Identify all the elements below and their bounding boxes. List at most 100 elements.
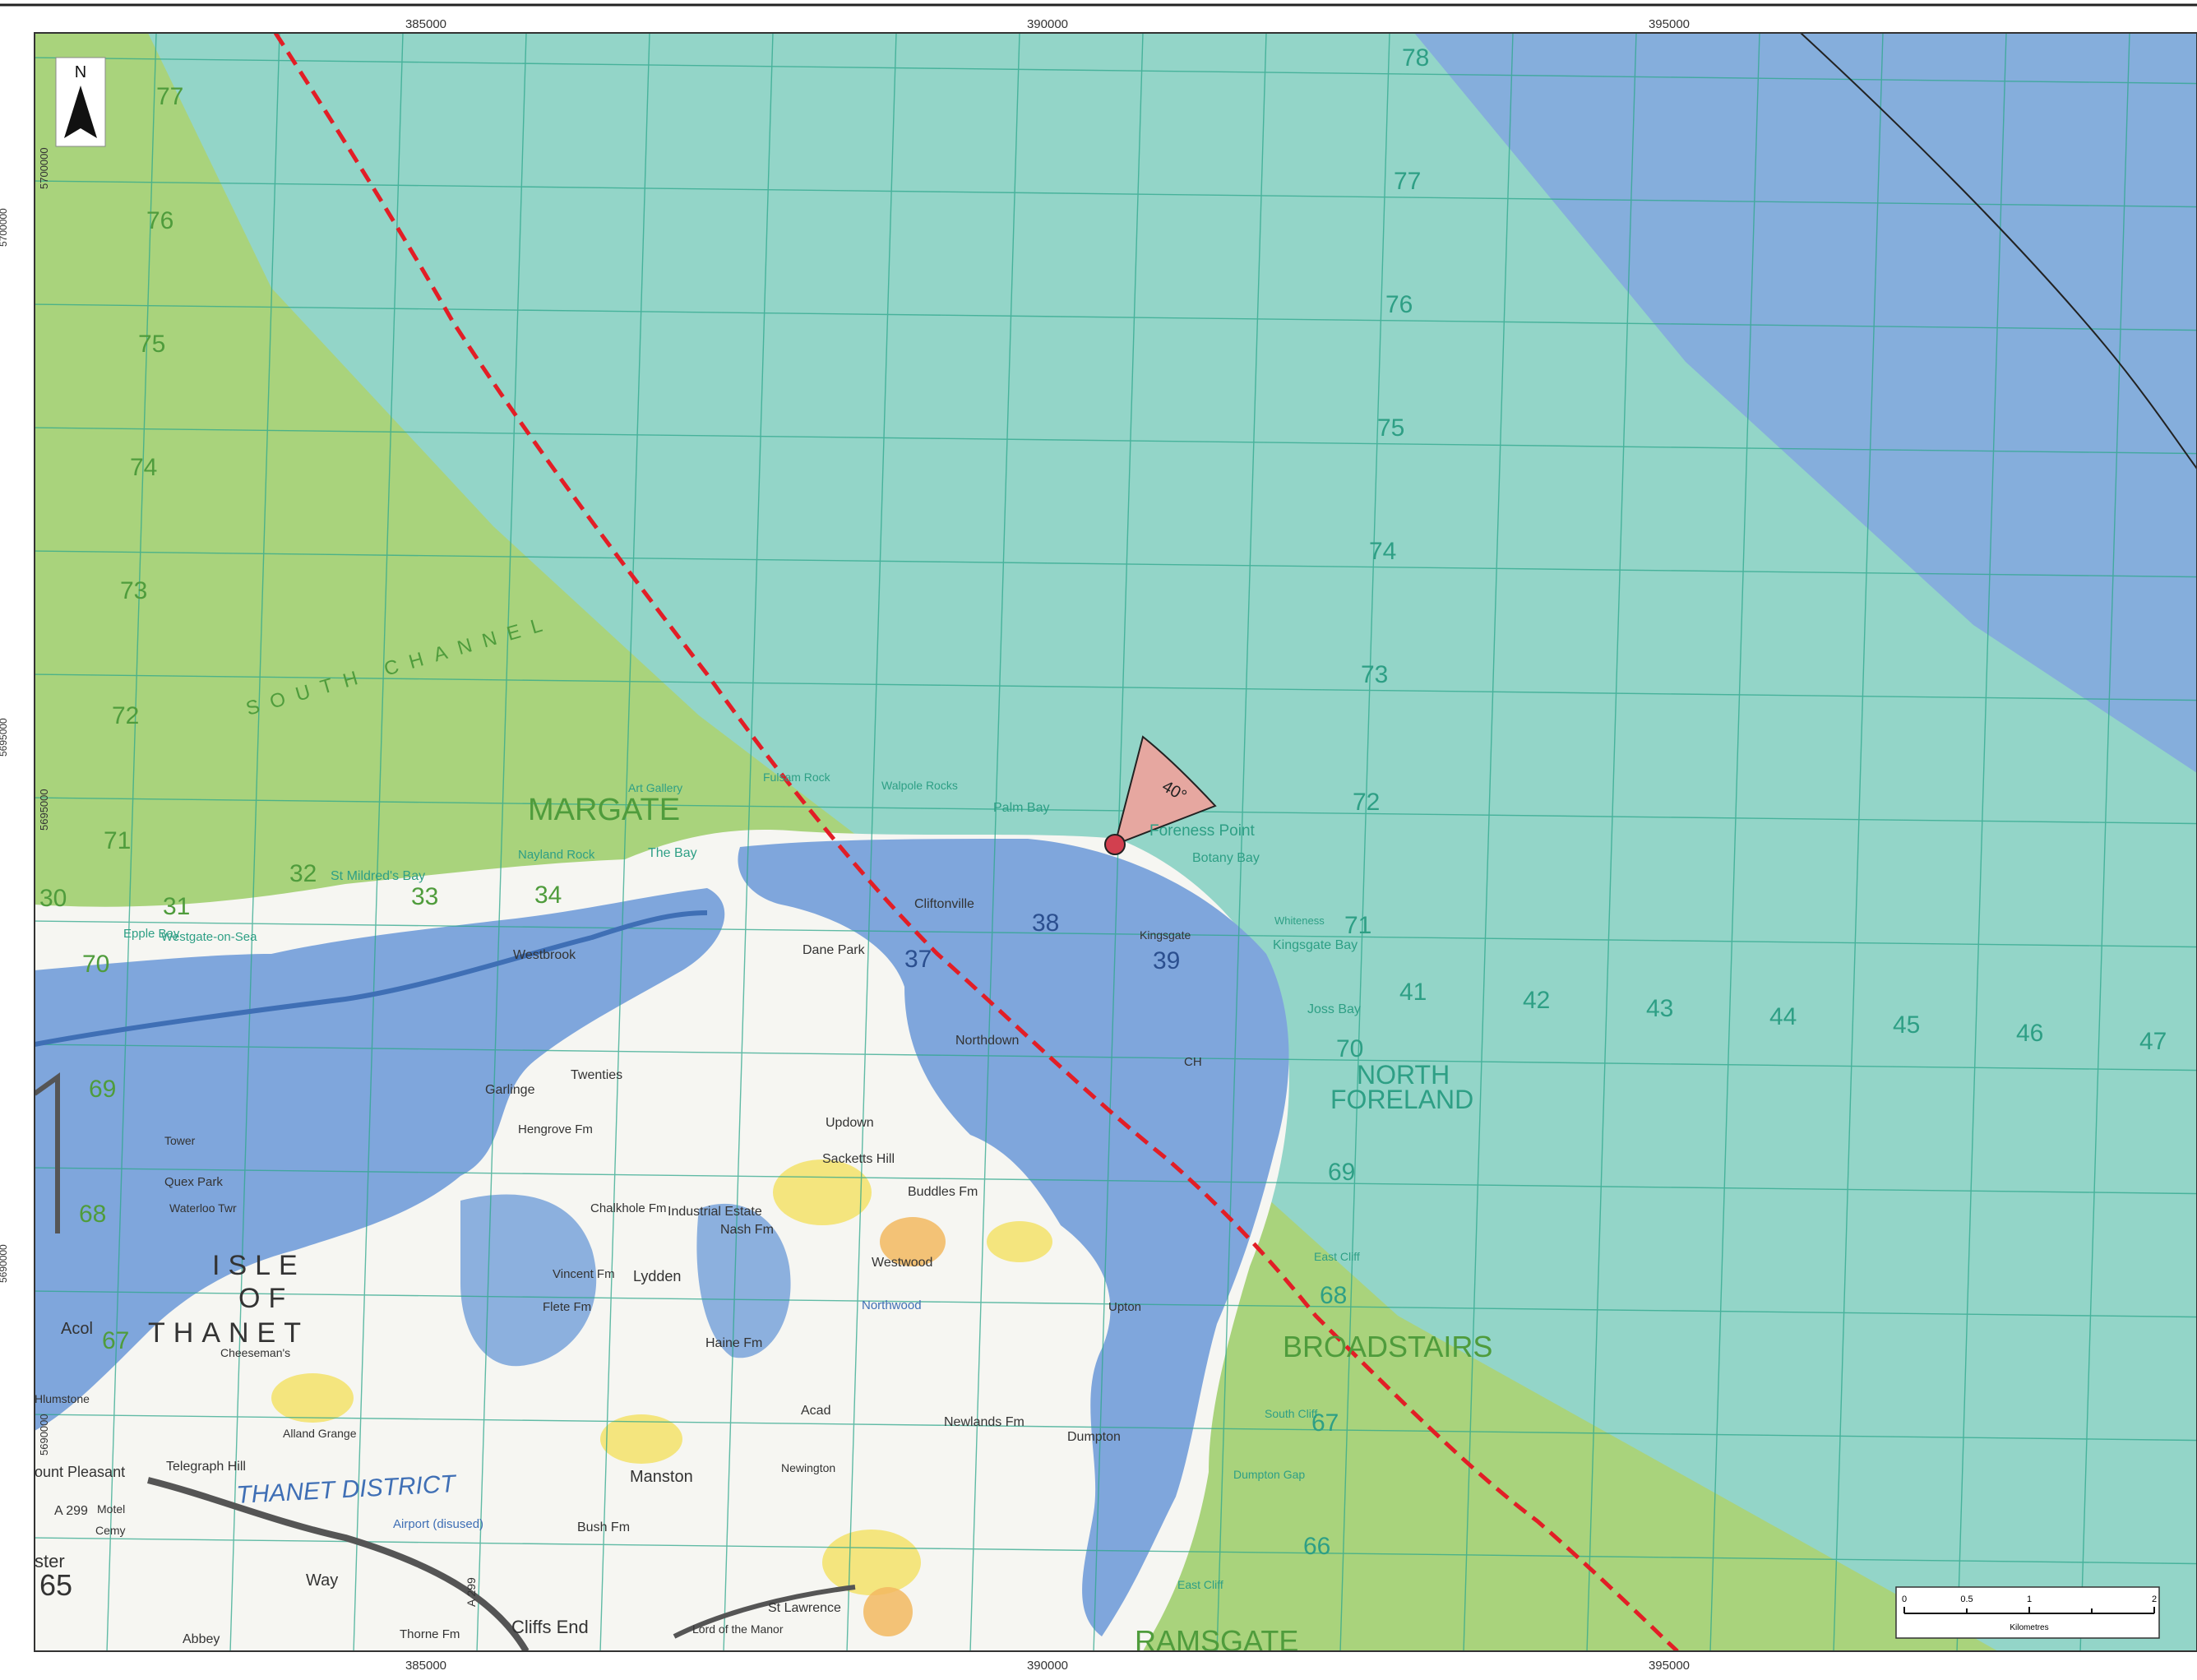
place-label: Dumpton <box>1067 1430 1121 1444</box>
label-thanet: THANET <box>148 1317 309 1349</box>
grid-number: 77 <box>156 83 183 110</box>
place-label: ster <box>35 1551 65 1571</box>
grid-line-vertical <box>1339 33 1390 1651</box>
place-label: Palm Bay <box>993 801 1049 815</box>
grid-line-horizontal <box>35 1167 2197 1195</box>
place-label: St Lawrence <box>768 1601 841 1615</box>
grid-number: 69 <box>89 1076 116 1103</box>
grid-line-horizontal <box>35 797 2197 825</box>
zone-teal <box>148 33 2197 1651</box>
place-label: Thorne Fm <box>400 1627 460 1641</box>
label-broadstairs: BROADSTAIRS <box>1283 1330 1492 1363</box>
place-label: Newington <box>781 1461 835 1474</box>
grid-line-vertical <box>1586 33 1637 1651</box>
viewpoint-marker[interactable] <box>1104 834 1126 855</box>
place-label: East Cliff <box>1177 1578 1223 1591</box>
northing-label: 5700000 <box>38 147 50 189</box>
grid-line-vertical <box>846 33 897 1651</box>
land-lowlying-east <box>738 839 1289 1636</box>
place-label: East Cliff <box>1314 1250 1360 1263</box>
grid-number: 74 <box>1369 538 1396 565</box>
place-label: Dane Park <box>802 943 866 957</box>
grid-number: 70 <box>1336 1035 1363 1062</box>
easting-label-top: 395000 <box>1649 17 1690 31</box>
north-arrow-icon <box>64 86 97 138</box>
grid-number: 67 <box>102 1327 129 1354</box>
grid-number: 32 <box>289 860 317 887</box>
grid-number: 72 <box>112 702 139 729</box>
place-label: Cliffs End <box>511 1617 589 1637</box>
place-label: CH <box>1184 1055 1202 1069</box>
grid-number: 71 <box>1344 912 1371 939</box>
grid-line-vertical <box>2079 33 2130 1651</box>
grid-number: 34 <box>534 882 562 909</box>
place-label: Westgate-on-Sea <box>161 930 257 944</box>
easting-label-bottom: 385000 <box>405 1659 446 1673</box>
zone-yellow-3 <box>822 1530 921 1595</box>
scale-tick-label: 1 <box>2027 1594 2032 1604</box>
place-label: Newlands Fm <box>944 1415 1024 1429</box>
label-isle: ISLE <box>212 1250 306 1281</box>
left-grid-numbers: 77 76 75 74 73 72 71 70 69 68 67 65 <box>39 83 183 1602</box>
grid-number: 78 <box>1402 44 1429 72</box>
place-label: The Bay <box>648 846 697 860</box>
grid-number: 69 <box>1328 1159 1355 1186</box>
land-lowlying-mid <box>460 1194 597 1367</box>
grid-number: 75 <box>138 331 165 358</box>
land-lowlying-west <box>35 888 725 1431</box>
grid-line-vertical <box>229 33 280 1651</box>
place-label: Cemy <box>95 1524 126 1537</box>
grid-line-vertical <box>723 33 774 1651</box>
land-lowlying-center <box>696 1203 791 1358</box>
place-label: Updown <box>826 1116 874 1130</box>
place-label: Industrial Estate <box>668 1205 762 1219</box>
label-margate: MARGATE <box>528 793 680 827</box>
place-label: Twenties <box>571 1068 622 1082</box>
place-label: Flete Fm <box>543 1300 591 1314</box>
place-label: Upton <box>1108 1300 1141 1314</box>
grid-number: 73 <box>120 577 147 604</box>
place-label: Joss Bay <box>1307 1002 1361 1016</box>
grid-number: 46 <box>2016 1020 2043 1047</box>
easting-label-bottom: 390000 <box>1027 1659 1068 1673</box>
label-of: OF <box>238 1283 294 1314</box>
north-label: N <box>75 63 86 81</box>
place-label: Waterloo Twr <box>169 1201 237 1215</box>
grid-line-vertical <box>476 33 527 1651</box>
place-label: Vincent Fm <box>553 1267 615 1281</box>
zone-blue <box>1414 33 2197 773</box>
place-label: Lord of the Manor <box>692 1622 784 1636</box>
grid-line-horizontal <box>35 673 2197 701</box>
grid-number: 74 <box>130 454 157 481</box>
place-label: Telegraph Hill <box>166 1460 246 1474</box>
grid-number: 76 <box>1385 291 1413 318</box>
grid-number: 42 <box>1523 987 1550 1014</box>
road-a299 <box>147 1477 530 1651</box>
zone-yellow-2 <box>600 1414 682 1464</box>
grid-lines <box>35 33 2197 1651</box>
grid-number: 39 <box>1153 947 1180 974</box>
place-label: Garlinge <box>485 1083 535 1097</box>
grid-number: 31 <box>163 893 190 920</box>
northing-label: 5690000 <box>38 1414 50 1456</box>
grid-line-horizontal <box>35 1537 2197 1565</box>
grid-number: 68 <box>79 1201 106 1228</box>
grid-number: 33 <box>411 883 438 910</box>
grid-number: 44 <box>1769 1003 1797 1030</box>
scale-bar: 0 0.5 1 2 Kilometres <box>1895 1586 2160 1639</box>
place-label: Chalkhole Fm <box>590 1201 667 1215</box>
route-line <box>273 33 1679 1651</box>
grid-number: 43 <box>1646 995 1673 1022</box>
grid-line-horizontal <box>35 180 2197 208</box>
zone-yellow-4 <box>271 1373 354 1423</box>
sea-grid-numbers: 78 77 76 75 74 73 72 71 70 69 68 67 66 <box>1303 44 1429 1560</box>
grid-line-vertical <box>353 33 404 1651</box>
easting-labels: 385000 390000 395000 385000 390000 39500… <box>405 17 1690 1673</box>
place-label: Westwood <box>872 1256 932 1270</box>
place-label: Alland Grange <box>283 1427 357 1440</box>
row-grid-numbers: 30 31 32 33 34 37 38 39 41 42 43 44 45 4… <box>39 860 2167 1055</box>
grid-line-vertical <box>1833 33 1884 1651</box>
grid-number: 68 <box>1320 1282 1347 1309</box>
place-label: Art Gallery <box>628 781 682 794</box>
